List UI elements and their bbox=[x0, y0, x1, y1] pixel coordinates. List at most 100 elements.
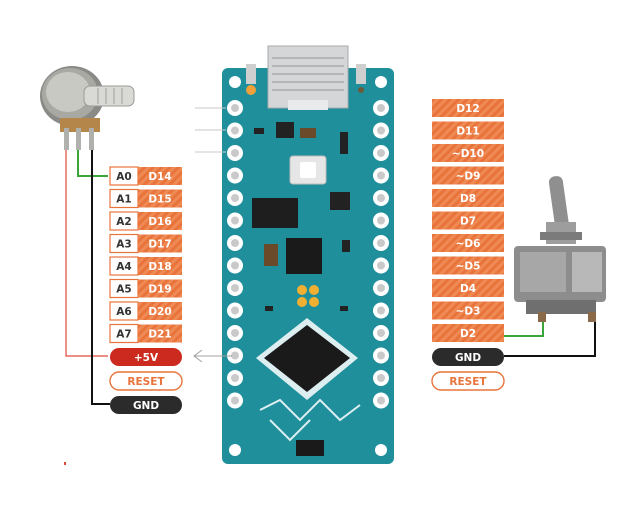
toggle-switch-icon bbox=[514, 176, 606, 322]
pin-hole bbox=[377, 149, 385, 157]
analog-label: A5 bbox=[116, 284, 131, 296]
usb-bridge-chip bbox=[252, 198, 298, 228]
digital-label: ~D5 bbox=[456, 261, 481, 273]
digital-label: D15 bbox=[148, 194, 171, 206]
smd-part bbox=[265, 306, 273, 311]
pin-pads bbox=[227, 100, 389, 409]
pin-hole bbox=[377, 239, 385, 247]
smd-part bbox=[342, 240, 350, 252]
plus5v-label: +5V bbox=[134, 352, 159, 364]
pin-hole bbox=[231, 239, 239, 247]
digital-label-bg bbox=[138, 324, 182, 343]
reset-right-label-bg bbox=[431, 371, 505, 391]
power-led bbox=[246, 85, 256, 95]
digital-label-bg bbox=[432, 279, 504, 297]
mount-hole bbox=[375, 444, 387, 456]
reset-left-label-bg bbox=[109, 371, 183, 391]
right-pin-label: ~D6 bbox=[432, 234, 504, 252]
digital-label-bg bbox=[138, 302, 182, 320]
reset-button-cap bbox=[300, 162, 316, 178]
digital-label: ~D10 bbox=[452, 148, 484, 160]
right-pin-label: ~D9 bbox=[432, 166, 504, 185]
pin-hole bbox=[231, 329, 239, 337]
left-pin-label: A3 D17 bbox=[109, 233, 182, 254]
board-traces bbox=[259, 398, 361, 442]
pin-hole bbox=[231, 149, 239, 157]
analog-label: A2 bbox=[116, 216, 131, 228]
mount-hole bbox=[375, 76, 387, 88]
right-pin-label: ~D3 bbox=[432, 301, 504, 320]
digital-label: D17 bbox=[148, 239, 171, 251]
pin-hole bbox=[377, 216, 385, 225]
digital-label-bg bbox=[432, 99, 504, 117]
right-pin-label: ~D5 bbox=[432, 256, 504, 275]
marker-dot bbox=[64, 462, 66, 465]
left-pin-label: A2 D16 bbox=[109, 211, 182, 231]
right-power-labels: GND RESET bbox=[431, 348, 505, 391]
analog-label: A3 bbox=[116, 239, 131, 251]
digital-label: D16 bbox=[148, 216, 171, 228]
wire-switch-gnd bbox=[504, 318, 596, 357]
gnd-right-label-bg bbox=[432, 348, 504, 366]
digital-label: D2 bbox=[460, 328, 476, 340]
digital-label-bg bbox=[432, 166, 504, 185]
pin-hole bbox=[377, 126, 385, 135]
regulator-chip bbox=[276, 122, 294, 138]
pin-hole bbox=[377, 306, 385, 315]
right-pin-label: D8 bbox=[432, 189, 504, 207]
analog-label: A1 bbox=[116, 194, 131, 206]
pin-hole bbox=[231, 171, 239, 180]
crystal bbox=[300, 128, 316, 138]
digital-label: D7 bbox=[460, 216, 476, 228]
digital-label: ~D6 bbox=[456, 238, 481, 250]
pin-hole bbox=[377, 261, 385, 270]
gnd-left-label-bg bbox=[110, 396, 182, 414]
digital-label-bg bbox=[138, 189, 182, 208]
gnd-left-label: GND bbox=[133, 400, 159, 412]
pin-hole bbox=[377, 104, 385, 112]
led bbox=[309, 285, 319, 295]
plus5v-label-bg bbox=[110, 348, 182, 366]
reset-left-label: RESET bbox=[127, 376, 165, 388]
pin-hole bbox=[231, 396, 239, 405]
digital-label-bg bbox=[432, 324, 504, 342]
smd-part bbox=[330, 192, 350, 210]
left-power-labels: +5V RESET GND bbox=[109, 348, 183, 414]
digital-label: D21 bbox=[148, 329, 171, 341]
pin-hole bbox=[377, 396, 385, 405]
pin-hole bbox=[377, 284, 385, 292]
wires bbox=[65, 150, 596, 405]
bottom-chip bbox=[296, 440, 324, 456]
digital-label-bg bbox=[432, 234, 504, 252]
wire-pot-5v bbox=[65, 150, 108, 357]
unused-pin-lines bbox=[195, 107, 226, 153]
smd-part bbox=[340, 132, 348, 154]
wire-switch-d2 bbox=[504, 314, 544, 337]
digital-label: D4 bbox=[460, 283, 476, 295]
inductor bbox=[264, 244, 278, 266]
pin-hole bbox=[231, 194, 239, 202]
pin-hole bbox=[377, 171, 385, 180]
header-post bbox=[246, 64, 256, 84]
digital-label: D20 bbox=[148, 306, 171, 318]
wire-pot-a0 bbox=[77, 150, 108, 177]
pin-hole bbox=[231, 261, 239, 270]
pin-hole bbox=[377, 374, 385, 382]
potentiometer-icon bbox=[40, 66, 135, 150]
header-post bbox=[356, 64, 366, 84]
mount-hole bbox=[229, 76, 241, 88]
pin-hole bbox=[231, 306, 239, 315]
pin-hole bbox=[231, 374, 239, 382]
usb-connector bbox=[267, 45, 349, 110]
right-pin-label: ~D10 bbox=[432, 144, 504, 162]
digital-label-bg bbox=[138, 212, 182, 230]
arrow-icon bbox=[193, 349, 232, 363]
analog-label: A0 bbox=[116, 171, 131, 183]
wire-pot-gnd bbox=[91, 150, 110, 405]
right-pin-label: D7 bbox=[432, 211, 504, 230]
